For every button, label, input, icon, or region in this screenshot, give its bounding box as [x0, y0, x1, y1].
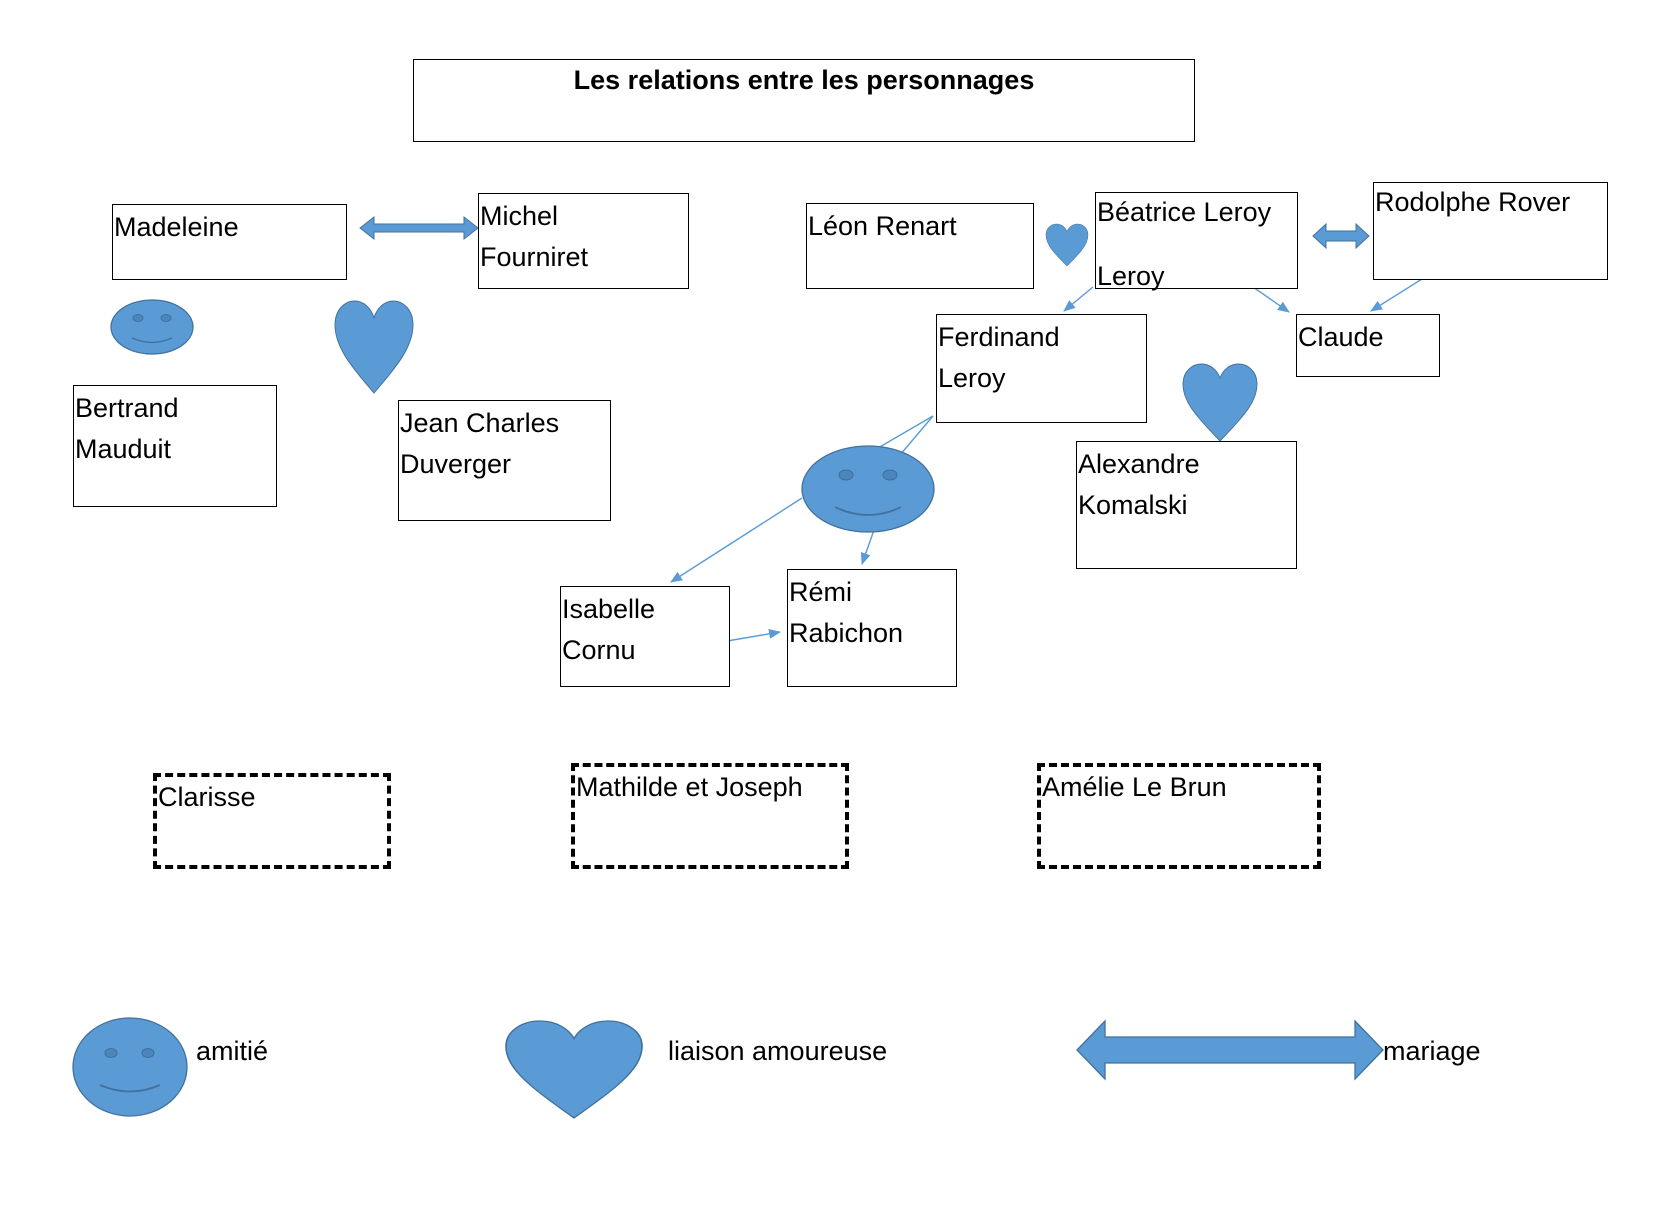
character-box-mathilde-et-joseph: Mathilde et Joseph — [571, 763, 849, 869]
connector-ferdinand-remi — [877, 415, 934, 449]
arrow-isabelle-remi — [726, 628, 781, 642]
smiley-icon — [110, 299, 194, 355]
arrow-friendship-isabelle — [670, 497, 803, 583]
heart-icon — [1182, 363, 1258, 442]
legend-label-mariage: mariage — [1383, 1036, 1481, 1066]
character-box-madeleine: Madeleine — [112, 204, 347, 280]
character-box-rodolphe-rover: Rodolphe Rover — [1373, 182, 1608, 280]
connector-ferdinand-friendship — [899, 415, 934, 456]
arrow-friendship-remi — [860, 529, 875, 565]
character-box-claude: Claude — [1296, 314, 1440, 377]
arrow-beatrice-claude — [1252, 286, 1290, 313]
marriage-double-arrow — [1312, 222, 1370, 250]
character-box-jean-charles-duverger: Jean Charles Duverger — [398, 400, 611, 521]
arrow-beatrice-ferdinand — [1063, 286, 1094, 312]
character-box-alexandre-komalski: Alexandre Komalski — [1076, 441, 1297, 569]
heart-icon — [334, 300, 414, 394]
character-box-ferdinand-leroy: Ferdinand Leroy — [936, 314, 1147, 423]
diagram-title: Les relations entre les personnages — [413, 59, 1195, 142]
character-box-isabelle-cornu: Isabelle Cornu — [560, 586, 730, 687]
heart-icon — [1045, 223, 1089, 267]
character-box-remi-rabichon: Rémi Rabichon — [787, 569, 957, 687]
legend-double-arrow-icon — [1076, 1019, 1384, 1081]
marriage-double-arrow — [359, 215, 479, 241]
smiley-icon — [801, 445, 935, 533]
legend-label-liaison-amoureuse: liaison amoureuse — [668, 1036, 888, 1066]
character-box-leon-renart: Léon Renart — [806, 203, 1034, 289]
legend-heart-icon — [505, 1020, 643, 1119]
legend-smiley-icon — [72, 1017, 188, 1117]
character-box-beatrice-leroy: Béatrice Leroy Leroy — [1095, 192, 1298, 291]
legend-label-amitie: amitié — [196, 1036, 269, 1066]
character-box-clarisse: Clarisse — [153, 773, 391, 869]
character-box-michel-fourniret: Michel Fourniret — [478, 193, 689, 289]
character-box-amelie-le-brun: Amélie Le Brun — [1037, 763, 1321, 869]
arrow-rodolphe-claude — [1370, 278, 1423, 312]
character-box-bertrand-mauduit: Bertrand Mauduit — [73, 385, 277, 507]
